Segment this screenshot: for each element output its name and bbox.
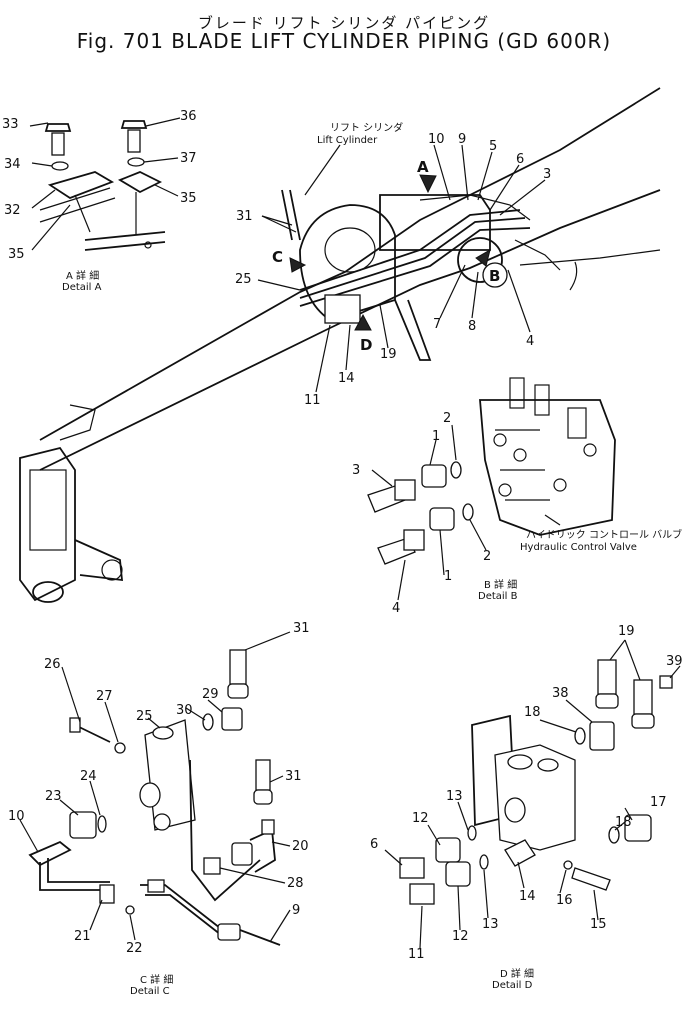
detail-b-drawing bbox=[367, 377, 616, 601]
part-number: 6 bbox=[516, 152, 524, 167]
detail-a-caption-en: Detail A bbox=[62, 282, 102, 293]
main-assembly-drawing: B A C D bbox=[19, 87, 661, 603]
view-letter-b: B bbox=[489, 267, 500, 285]
detail-b-callouts: 2 1 3 1 2 4 ハイドリック コントロール バルブ Hydraulic … bbox=[352, 411, 682, 616]
view-letter-a: A bbox=[417, 158, 429, 176]
part-number: 6 bbox=[370, 837, 378, 852]
part-number: 16 bbox=[556, 893, 573, 908]
detail-d-caption-jp: D 詳 細 bbox=[500, 967, 534, 980]
part-number: 35 bbox=[180, 191, 197, 206]
part-number: 34 bbox=[4, 157, 21, 172]
part-number: 18 bbox=[615, 815, 632, 830]
part-number: 5 bbox=[489, 139, 497, 154]
part-number: 2 bbox=[443, 411, 451, 426]
part-number: 23 bbox=[45, 789, 62, 804]
part-number: 10 bbox=[428, 132, 445, 147]
detail-b-caption-jp: B 詳 細 bbox=[484, 578, 517, 591]
title-japanese: ブレード リフト シリンダ パイピング bbox=[197, 14, 491, 32]
hydraulic-valve-label-jp: ハイドリック コントロール バルブ bbox=[526, 528, 682, 541]
part-number: 38 bbox=[552, 686, 569, 701]
part-number: 36 bbox=[180, 109, 197, 124]
view-letter-d: D bbox=[360, 336, 372, 354]
part-number: 24 bbox=[80, 769, 97, 784]
part-number: 11 bbox=[304, 393, 321, 408]
part-number: 7 bbox=[433, 317, 441, 332]
part-number: 1 bbox=[444, 569, 452, 584]
part-number: 19 bbox=[380, 347, 397, 362]
part-number: 31 bbox=[285, 769, 302, 784]
part-number: 27 bbox=[96, 689, 113, 704]
part-number: 8 bbox=[468, 319, 476, 334]
part-number: 17 bbox=[650, 795, 667, 810]
part-number: 9 bbox=[292, 903, 300, 918]
part-number: 21 bbox=[74, 929, 91, 944]
part-number: 12 bbox=[452, 929, 469, 944]
part-number: 29 bbox=[202, 687, 219, 702]
part-number: 3 bbox=[543, 167, 551, 182]
part-number: 35 bbox=[8, 247, 25, 262]
part-number: 4 bbox=[392, 601, 400, 616]
detail-c-callouts: 31 26 27 29 30 25 31 24 23 10 20 28 21 2… bbox=[8, 621, 310, 997]
part-number: 13 bbox=[446, 789, 463, 804]
part-number: 13 bbox=[482, 917, 499, 932]
part-number: 14 bbox=[338, 371, 355, 386]
hydraulic-valve-label-en: Hydraulic Control Valve bbox=[520, 542, 637, 553]
part-number: 39 bbox=[666, 654, 683, 669]
part-number: 2 bbox=[483, 549, 491, 564]
part-number: 32 bbox=[4, 203, 21, 218]
detail-a-drawing bbox=[29, 117, 181, 251]
detail-d-callouts: 19 39 38 18 13 12 17 6 18 14 16 15 13 12… bbox=[370, 624, 683, 991]
part-number: 11 bbox=[408, 947, 425, 962]
detail-a-caption-jp: A 詳 細 bbox=[66, 269, 99, 282]
main-callouts: リフト シリンダ Lift Cylinder 10 9 5 6 3 31 25 … bbox=[235, 121, 551, 408]
detail-c-caption-en: Detail C bbox=[130, 986, 170, 997]
detail-c-caption-jp: C 詳 細 bbox=[140, 973, 173, 986]
part-number: 4 bbox=[526, 334, 534, 349]
part-number: 30 bbox=[176, 703, 193, 718]
part-number: 25 bbox=[235, 272, 252, 287]
part-number: 1 bbox=[432, 429, 440, 444]
detail-c-drawing bbox=[19, 631, 291, 946]
part-number: 19 bbox=[618, 624, 635, 639]
part-number: 9 bbox=[458, 132, 466, 147]
part-number: 22 bbox=[126, 941, 143, 956]
part-number: 31 bbox=[293, 621, 310, 636]
part-number: 37 bbox=[180, 151, 197, 166]
detail-b-caption-en: Detail B bbox=[478, 591, 518, 602]
lift-cylinder-label-jp: リフト シリンダ bbox=[330, 121, 403, 134]
detail-d-drawing bbox=[384, 639, 681, 949]
lift-cylinder-label-en: Lift Cylinder bbox=[317, 135, 378, 146]
part-number: 26 bbox=[44, 657, 61, 672]
part-number: 12 bbox=[412, 811, 429, 826]
part-number: 15 bbox=[590, 917, 607, 932]
part-number: 18 bbox=[524, 705, 541, 720]
part-number: 10 bbox=[8, 809, 25, 824]
detail-a-callouts: 33 36 34 37 32 35 35 A 詳 細 Detail A bbox=[2, 109, 197, 293]
view-letter-c: C bbox=[272, 248, 283, 266]
part-number: 25 bbox=[136, 709, 153, 724]
part-number: 3 bbox=[352, 463, 360, 478]
part-number: 28 bbox=[287, 876, 304, 891]
part-number: 31 bbox=[236, 209, 253, 224]
title-english: Fig. 701 BLADE LIFT CYLINDER PIPING (GD … bbox=[76, 29, 612, 53]
detail-d-caption-en: Detail D bbox=[492, 980, 533, 991]
part-number: 14 bbox=[519, 889, 536, 904]
part-number: 20 bbox=[292, 839, 309, 854]
part-number: 33 bbox=[2, 117, 19, 132]
